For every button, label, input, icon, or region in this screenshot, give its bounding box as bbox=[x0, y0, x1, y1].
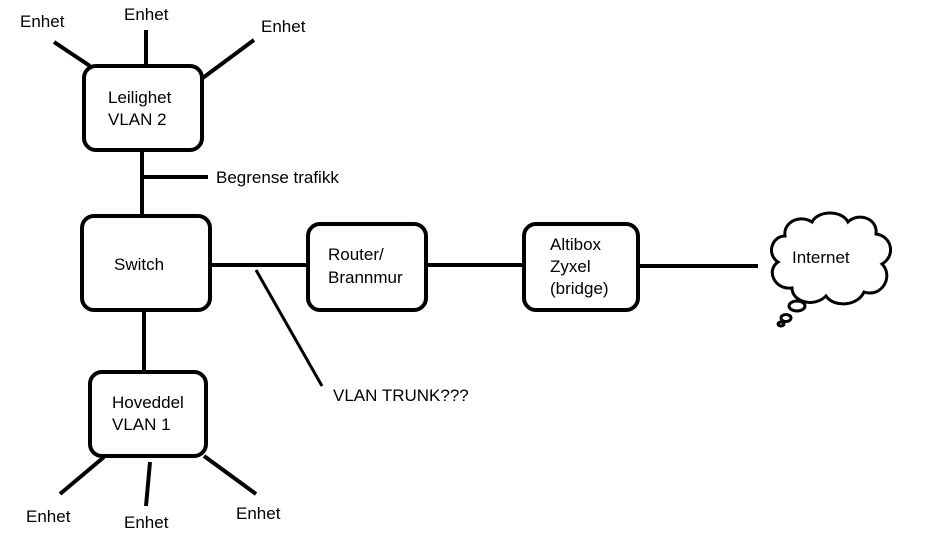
vlan-trunk-label: VLAN TRUNK??? bbox=[333, 386, 469, 405]
link-bottom-device-1 bbox=[58, 455, 106, 496]
altibox-node bbox=[522, 222, 640, 312]
internet-cloud-icon bbox=[770, 211, 892, 328]
router-node bbox=[306, 222, 428, 312]
vlan-trunk-pointer bbox=[254, 269, 324, 387]
bottom-device-label-2: Enhet bbox=[124, 513, 169, 532]
top-device-label-1: Enhet bbox=[20, 12, 65, 31]
link-top-device-3 bbox=[198, 38, 256, 82]
altibox-label-line3: (bridge) bbox=[550, 279, 609, 298]
router-label-line1: Router/ bbox=[328, 245, 384, 264]
bottom-device-label-3: Enhet bbox=[236, 504, 281, 523]
router-label-line2: Brannmur bbox=[328, 268, 403, 287]
hoveddel-label-line1: Hoveddel bbox=[112, 393, 184, 412]
altibox-label-line2: Zyxel bbox=[550, 257, 591, 276]
hoveddel-node bbox=[88, 370, 208, 458]
leilighet-node bbox=[82, 64, 204, 152]
link-bottom-device-3 bbox=[202, 454, 258, 496]
top-device-label-2: Enhet bbox=[124, 5, 169, 24]
link-top-device-1 bbox=[52, 40, 92, 68]
leilighet-label-line2: VLAN 2 bbox=[108, 110, 167, 129]
link-bottom-device-2 bbox=[144, 461, 152, 507]
leilighet-label-line1: Leilighet bbox=[108, 88, 172, 107]
internet-label: Internet bbox=[792, 248, 850, 267]
switch-label: Switch bbox=[114, 255, 164, 274]
top-device-label-3: Enhet bbox=[261, 17, 306, 36]
hoveddel-label-line2: VLAN 1 bbox=[112, 415, 171, 434]
switch-node bbox=[80, 214, 212, 312]
altibox-label-line1: Altibox bbox=[550, 235, 602, 254]
bottom-device-label-1: Enhet bbox=[26, 507, 71, 526]
restrict-traffic-label: Begrense trafikk bbox=[216, 168, 339, 187]
